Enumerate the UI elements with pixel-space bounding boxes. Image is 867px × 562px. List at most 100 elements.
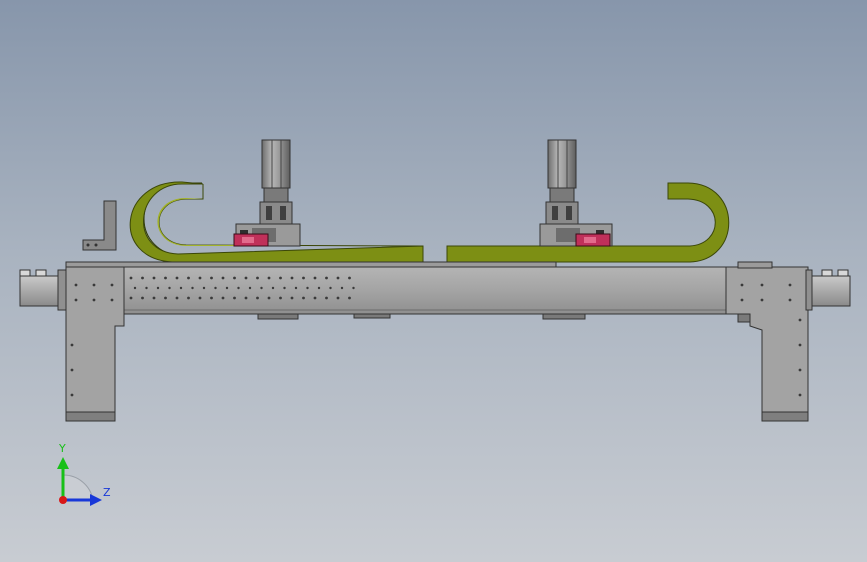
mounting-hole xyxy=(290,276,294,280)
mounting-hole xyxy=(152,276,156,280)
mounting-hole xyxy=(740,298,744,302)
mounting-hole xyxy=(352,286,355,290)
mounting-hole xyxy=(290,296,294,300)
mounting-hole xyxy=(348,276,351,280)
mounting-hole xyxy=(279,276,282,280)
mounting-hole xyxy=(141,296,144,300)
mounting-hole xyxy=(210,276,213,280)
mounting-hole xyxy=(798,368,802,372)
z-axis-label: Z xyxy=(103,486,111,499)
mounting-hole xyxy=(92,298,96,302)
mounting-hole xyxy=(152,296,156,300)
mounting-hole xyxy=(336,296,340,300)
right-end-cap[interactable] xyxy=(805,269,851,311)
mounting-hole xyxy=(168,286,171,290)
mounting-hole xyxy=(110,283,114,287)
beam-mounting-holes xyxy=(129,276,355,300)
coordinate-triad xyxy=(57,457,102,506)
mounting-hole xyxy=(179,286,183,290)
mounting-hole xyxy=(279,296,282,300)
left-end-cap[interactable] xyxy=(19,269,67,311)
mounting-hole xyxy=(306,286,309,290)
left-servo-motor[interactable] xyxy=(235,139,301,247)
mounting-hole xyxy=(798,393,802,397)
mounting-hole xyxy=(267,276,271,280)
mounting-hole xyxy=(237,286,240,290)
mounting-hole xyxy=(248,286,252,290)
mounting-hole xyxy=(317,286,321,290)
z-axis-arrow-icon xyxy=(63,494,102,506)
mounting-hole xyxy=(74,283,78,287)
triad-quadrant xyxy=(62,474,94,501)
y-axis-label: Y xyxy=(59,442,66,455)
y-axis-arrow-icon xyxy=(57,457,69,500)
mounting-hole xyxy=(267,296,271,300)
mounting-hole xyxy=(233,276,236,280)
mounting-hole xyxy=(336,276,340,280)
mounting-hole xyxy=(156,286,160,290)
mounting-hole xyxy=(302,276,305,280)
mounting-hole xyxy=(798,343,802,347)
left-clamp-block[interactable] xyxy=(233,233,269,247)
right-support-leg[interactable] xyxy=(725,261,809,422)
mounting-hole xyxy=(198,296,202,300)
left-leg-holes xyxy=(70,283,114,397)
mounting-hole xyxy=(110,298,114,302)
mounting-hole xyxy=(187,296,190,300)
mounting-hole xyxy=(221,276,225,280)
mounting-hole xyxy=(294,286,298,290)
mounting-hole xyxy=(256,296,259,300)
mounting-hole xyxy=(141,276,144,280)
main-beam[interactable] xyxy=(65,266,809,315)
right-servo-motor[interactable] xyxy=(539,139,613,247)
right-cable-chain[interactable] xyxy=(446,182,730,263)
mounting-hole xyxy=(175,296,179,300)
mounting-hole xyxy=(202,286,206,290)
mounting-hole xyxy=(313,276,317,280)
mounting-hole xyxy=(340,286,344,290)
mounting-hole xyxy=(788,283,792,287)
mounting-hole xyxy=(175,276,179,280)
mounting-hole xyxy=(214,286,217,290)
mounting-hole xyxy=(260,286,263,290)
mounting-hole xyxy=(70,368,74,372)
mounting-hole xyxy=(70,343,74,347)
mounting-hole xyxy=(329,286,332,290)
mounting-hole xyxy=(164,296,167,300)
mounting-hole xyxy=(325,296,328,300)
mounting-hole xyxy=(283,286,286,290)
mounting-hole xyxy=(164,276,167,280)
mounting-hole xyxy=(760,283,764,287)
mounting-hole xyxy=(313,296,317,300)
mounting-hole xyxy=(129,296,133,300)
mounting-hole xyxy=(244,276,248,280)
mounting-hole xyxy=(198,276,202,280)
mounting-hole xyxy=(74,298,78,302)
mounting-hole xyxy=(760,298,764,302)
mounting-hole xyxy=(325,276,328,280)
mounting-hole xyxy=(348,296,351,300)
mounting-hole xyxy=(187,276,190,280)
mounting-hole xyxy=(92,283,96,287)
l-bracket[interactable] xyxy=(82,200,117,251)
right-clamp-block[interactable] xyxy=(575,233,611,247)
mounting-hole xyxy=(145,286,148,290)
mounting-hole xyxy=(233,296,236,300)
left-support-leg[interactable] xyxy=(65,266,125,422)
right-leg-holes xyxy=(740,283,802,397)
mounting-hole xyxy=(798,318,802,322)
mounting-hole xyxy=(788,298,792,302)
mounting-hole xyxy=(244,296,248,300)
mounting-hole xyxy=(271,286,275,290)
mounting-hole xyxy=(129,276,133,280)
mounting-hole xyxy=(191,286,194,290)
mounting-hole xyxy=(740,283,744,287)
mounting-hole xyxy=(70,393,74,397)
mounting-hole xyxy=(210,296,213,300)
mounting-hole xyxy=(225,286,229,290)
origin-icon xyxy=(59,496,67,504)
mounting-hole xyxy=(133,286,137,290)
mounting-hole xyxy=(221,296,225,300)
